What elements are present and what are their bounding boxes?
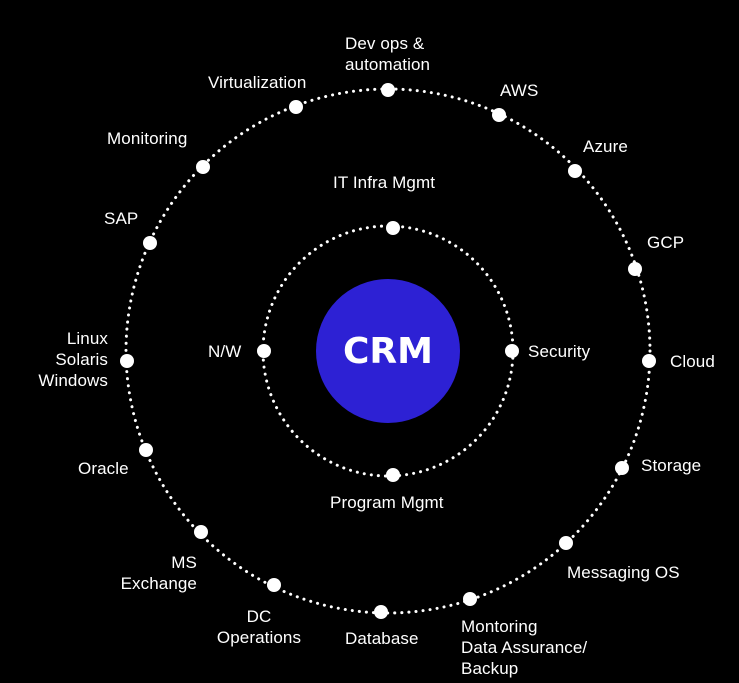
outer-ring-node-dot-montoring xyxy=(463,592,477,606)
node-label-security: Security xyxy=(528,342,591,361)
outer-ring-node-dot-linux xyxy=(120,354,134,368)
outer-ring-node-dot-gcp xyxy=(628,262,642,276)
outer-ring-node-dot-monitoring xyxy=(196,160,210,174)
node-label-database: Database xyxy=(345,629,419,648)
inner-ring-node-dot-program xyxy=(386,468,400,482)
outer-ring-node-dot-cloud xyxy=(642,354,656,368)
inner-ring-node-dot-security xyxy=(505,344,519,358)
outer-ring-node-dot-storage xyxy=(615,461,629,475)
outer-ring-node-dot-messaging xyxy=(559,536,573,550)
node-label-nw: N/W xyxy=(208,342,242,361)
outer-ring-node-dot-devops xyxy=(381,83,395,97)
crm-center-circle: CRM xyxy=(316,279,460,423)
inner-ring-node-dot-nw xyxy=(257,344,271,358)
node-label-program-mgmt: Program Mgmt xyxy=(330,493,444,512)
outer-ring-node-dot-database xyxy=(374,605,388,619)
node-label-cloud: Cloud xyxy=(670,352,715,371)
node-label-aws: AWS xyxy=(500,81,539,100)
node-label-azure: Azure xyxy=(583,137,628,156)
node-label-it-infra: IT Infra Mgmt xyxy=(333,173,436,192)
outer-ring-node-dot-ms-exchange xyxy=(194,525,208,539)
node-label-linux-solaris-windows: Linux Solaris Windows xyxy=(38,329,108,390)
node-label-dc-operations: DC Operations xyxy=(216,607,302,647)
node-label-sap: SAP xyxy=(104,209,139,228)
node-label-gcp: GCP xyxy=(647,233,685,252)
outer-ring-node-dot-dc-ops xyxy=(267,578,281,592)
outer-ring-node-dot-sap xyxy=(143,236,157,250)
node-label-virtualization: Virtualization xyxy=(208,73,307,92)
node-label-montoring: Montoring Data Assurance/ Backup xyxy=(461,617,588,678)
node-label-messaging-os: Messaging OS xyxy=(567,563,680,582)
node-label-devops: Dev ops & automation xyxy=(345,34,431,74)
inner-ring-node-dot-it-infra xyxy=(386,221,400,235)
node-label-storage: Storage xyxy=(641,456,702,475)
outer-ring-node-dot-aws xyxy=(492,108,506,122)
outer-ring-node-dot-virtualization xyxy=(289,100,303,114)
node-label-oracle: Oracle xyxy=(78,459,129,478)
outer-ring-node-dot-azure xyxy=(568,164,582,178)
node-label-ms-exchange: MS Exchange xyxy=(120,553,197,593)
outer-ring-node-dot-oracle xyxy=(139,443,153,457)
node-label-monitoring: Monitoring xyxy=(107,129,188,148)
